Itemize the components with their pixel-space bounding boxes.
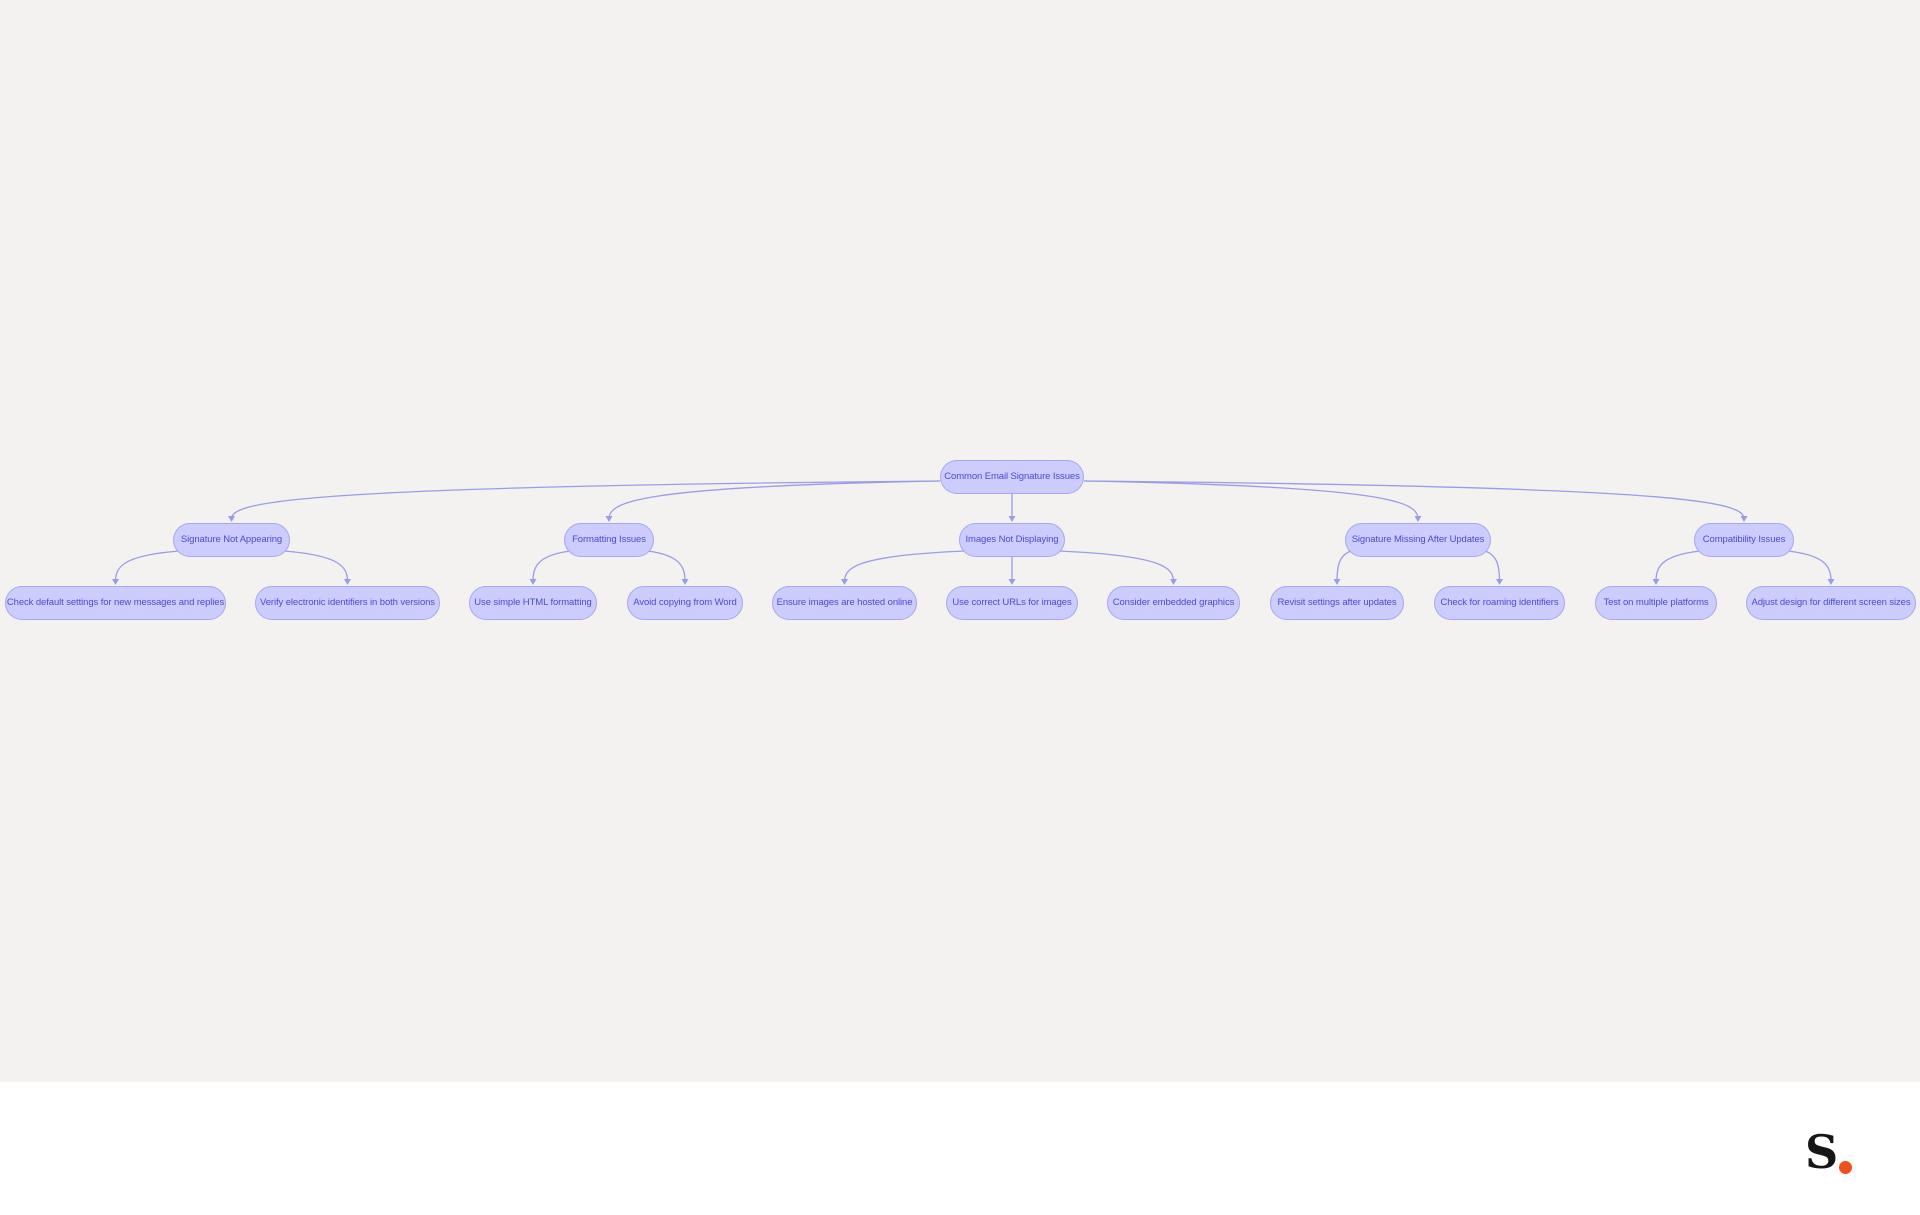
- edges-layer: [112, 480, 1835, 585]
- arrowhead-icon: [112, 579, 119, 585]
- arrowhead-icon: [1496, 579, 1503, 585]
- leaf-node[interactable]: Verify electronic identifiers in both ve…: [255, 586, 440, 620]
- edge-root-to-c0: [230, 480, 941, 520]
- root-node[interactable]: Common Email Signature Issues: [940, 460, 1084, 494]
- arrowhead-icon: [1414, 516, 1422, 522]
- leaf-node[interactable]: Revisit settings after updates: [1270, 586, 1404, 620]
- leaf-node[interactable]: Use correct URLs for images: [946, 586, 1078, 620]
- diagram-canvas: Common Email Signature Issues Signature …: [0, 0, 1920, 1082]
- logo-dot: [1839, 1161, 1852, 1174]
- category-node-images-not-displaying[interactable]: Images Not Displaying: [959, 523, 1065, 557]
- category-node-formatting-issues[interactable]: Formatting Issues: [564, 523, 654, 557]
- arrowhead-icon: [1008, 579, 1016, 585]
- category-node-signature-missing-after-updates[interactable]: Signature Missing After Updates: [1345, 523, 1491, 557]
- logo-letter: S: [1805, 1125, 1839, 1179]
- edge-c2-to-c2-0: [843, 550, 966, 583]
- leaf-node[interactable]: Adjust design for different screen sizes: [1746, 586, 1916, 620]
- footer-bar: [0, 1082, 1920, 1215]
- arrowhead-icon: [1170, 579, 1177, 585]
- edge-root-to-c4: [1083, 480, 1745, 520]
- edge-c4-to-c4-1: [1787, 550, 1832, 583]
- arrowhead-icon: [841, 579, 848, 585]
- arrowhead-icon: [529, 579, 537, 585]
- edge-root-to-c1: [608, 480, 941, 520]
- leaf-node[interactable]: Avoid copying from Word: [627, 586, 743, 620]
- leaf-node[interactable]: Consider embedded graphics: [1107, 586, 1240, 620]
- arrowhead-icon: [1827, 579, 1835, 585]
- edge-c0-to-c0-0: [114, 550, 180, 583]
- category-node-signature-not-appearing[interactable]: Signature Not Appearing: [173, 523, 290, 557]
- edge-c0-to-c0-1: [283, 550, 349, 583]
- edge-c1-to-c1-1: [647, 550, 686, 583]
- brand-logo-icon: S: [1805, 1128, 1865, 1176]
- arrowhead-icon: [605, 516, 613, 522]
- arrowhead-icon: [228, 516, 235, 522]
- arrowhead-icon: [1008, 516, 1016, 522]
- leaf-node[interactable]: Ensure images are hosted online: [772, 586, 917, 620]
- edge-c3-to-c3-1: [1484, 550, 1501, 583]
- edge-root-to-c3: [1083, 480, 1419, 520]
- edge-c1-to-c1-0: [532, 550, 571, 583]
- edge-c4-to-c4-0: [1655, 550, 1701, 583]
- leaf-node[interactable]: Check default settings for new messages …: [5, 586, 226, 620]
- leaf-node[interactable]: Check for roaming identifiers: [1434, 586, 1565, 620]
- edge-c2-to-c2-2: [1058, 550, 1175, 583]
- leaf-node[interactable]: Use simple HTML formatting: [469, 586, 597, 620]
- edge-c3-to-c3-0: [1336, 550, 1352, 583]
- arrowhead-icon: [344, 579, 351, 585]
- arrowhead-icon: [681, 579, 689, 585]
- leaf-node[interactable]: Test on multiple platforms: [1595, 586, 1717, 620]
- arrowhead-icon: [1652, 579, 1660, 585]
- arrowhead-icon: [1333, 579, 1341, 585]
- category-node-compatibility-issues[interactable]: Compatibility Issues: [1694, 523, 1794, 557]
- arrowhead-icon: [1740, 516, 1748, 522]
